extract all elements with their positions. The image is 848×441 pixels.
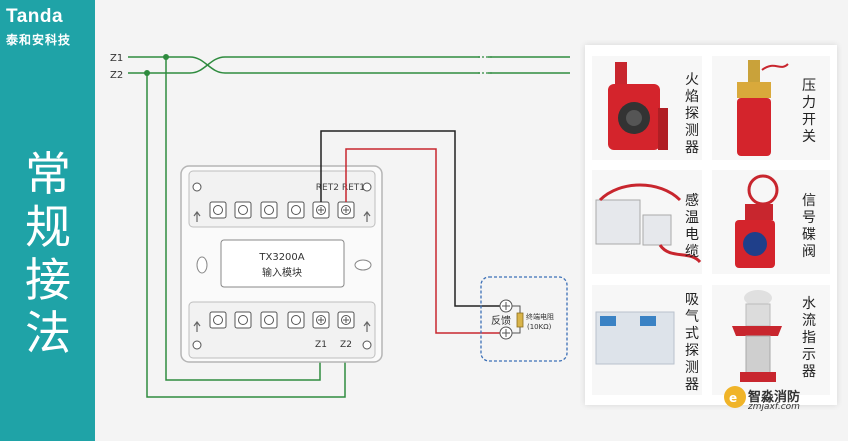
water-flow-indicator-icon [712,285,830,395]
butterfly-valve-icon [712,170,830,274]
heat-cable-icon [592,170,702,274]
resistor-label: 终端电阻 [526,312,554,321]
watermark-name: 智淼消防 [748,390,801,405]
module-label-box [220,239,345,288]
sidebar: Tanda 泰和安科技 常 规 接 法 [0,0,95,441]
feedback-device-box [480,276,568,362]
corner-screw-icon [192,182,372,350]
wire-ret2 [320,130,506,307]
mount-hole-right [354,259,372,271]
product-label-flame-detector: 火 焰 探 测 器 [685,72,699,156]
wire-z2-to-module [146,73,346,398]
page-title: 常 规 接 法 [16,148,80,360]
title-char: 常 [25,147,71,201]
top-terminal-label: RET2 RET1 [316,183,365,193]
module-model: TX3200A [258,252,304,263]
resistor-leads [512,305,521,334]
product-label-aspirating-detector: 吸 气 式 探 测 器 [685,292,699,393]
mount-hole-left [196,256,208,274]
bus-label-z1: Z1 [110,53,123,64]
terminal-label-z1: Z1 [315,340,327,350]
product-label-water-flow-indicator: 水 流 指 示 器 [802,296,816,380]
watermark-url: zmjaxf.com [748,402,800,412]
pressure-switch-icon [712,56,830,160]
title-char: 规 [25,200,71,254]
brand-logo: Tanda [6,6,64,27]
terminal-label-z2: Z2 [340,340,352,350]
aspirating-detector-icon [592,285,702,395]
flame-detector-icon [592,56,702,160]
up-arrow-icon [193,211,371,222]
title-char: 接 [25,253,71,307]
title-char: 法 [25,306,71,360]
product-label-butterfly-valve: 信 号 碟 阀 [802,193,816,260]
bus-label-z2: Z2 [110,70,123,81]
brand-name-cn: 泰和安科技 [6,33,72,47]
module-description: 输入模块 [262,266,302,279]
product-label-pressure-switch: 压 力 开 关 [802,78,816,145]
feedback-label: 反馈 [491,314,511,327]
resistor-value: (10KΩ) [527,323,552,331]
bus-z2-line [128,56,570,74]
up-arrow-icon [193,321,371,332]
product-label-heat-cable: 感 温 电 缆 [685,193,699,260]
resistor-icon [516,312,524,328]
wire-ret1 [345,148,506,334]
